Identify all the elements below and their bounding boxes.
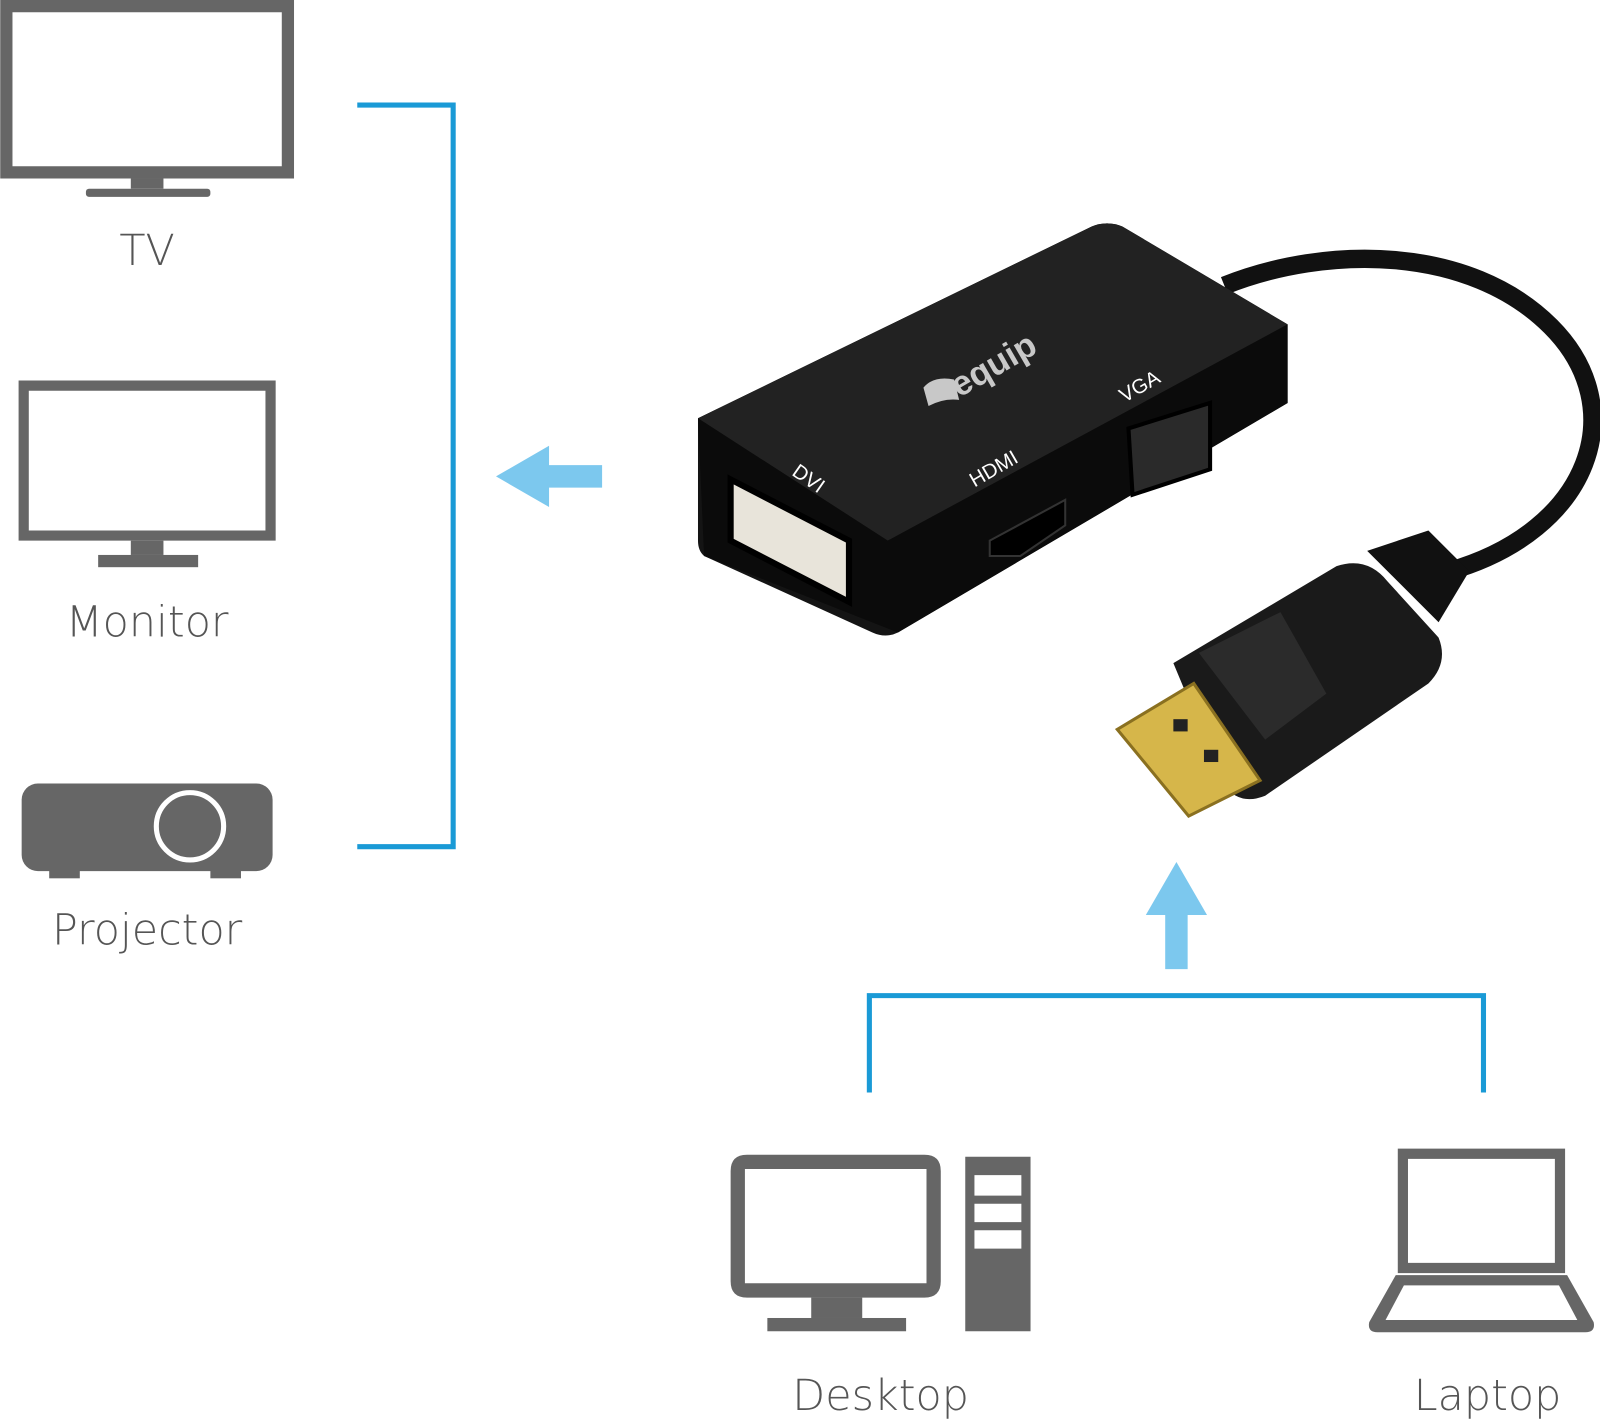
monitor-label: Monitor: [66, 598, 229, 648]
tv-label: TV: [119, 226, 174, 276]
displayport-plug: [1114, 530, 1470, 819]
arrow-left-icon: [496, 445, 603, 507]
monitor-icon: [18, 380, 276, 568]
adapter-body: DVI HDMI VGA equip: [697, 223, 1288, 636]
tv-icon: [0, 0, 295, 197]
output-bracket: [357, 102, 456, 850]
desktop-label: Desktop: [792, 1371, 969, 1420]
brand-logo-mark: [923, 378, 960, 407]
laptop-icon: [1368, 1148, 1594, 1333]
desktop-computer-icon: [730, 1154, 1031, 1332]
arrow-up-icon: [1145, 861, 1208, 970]
projector-icon: [21, 783, 273, 879]
projector-label: Projector: [52, 906, 243, 956]
input-bracket: [866, 993, 1487, 1093]
laptop-label: Laptop: [1414, 1371, 1561, 1420]
adapter-cable: [1220, 249, 1600, 581]
